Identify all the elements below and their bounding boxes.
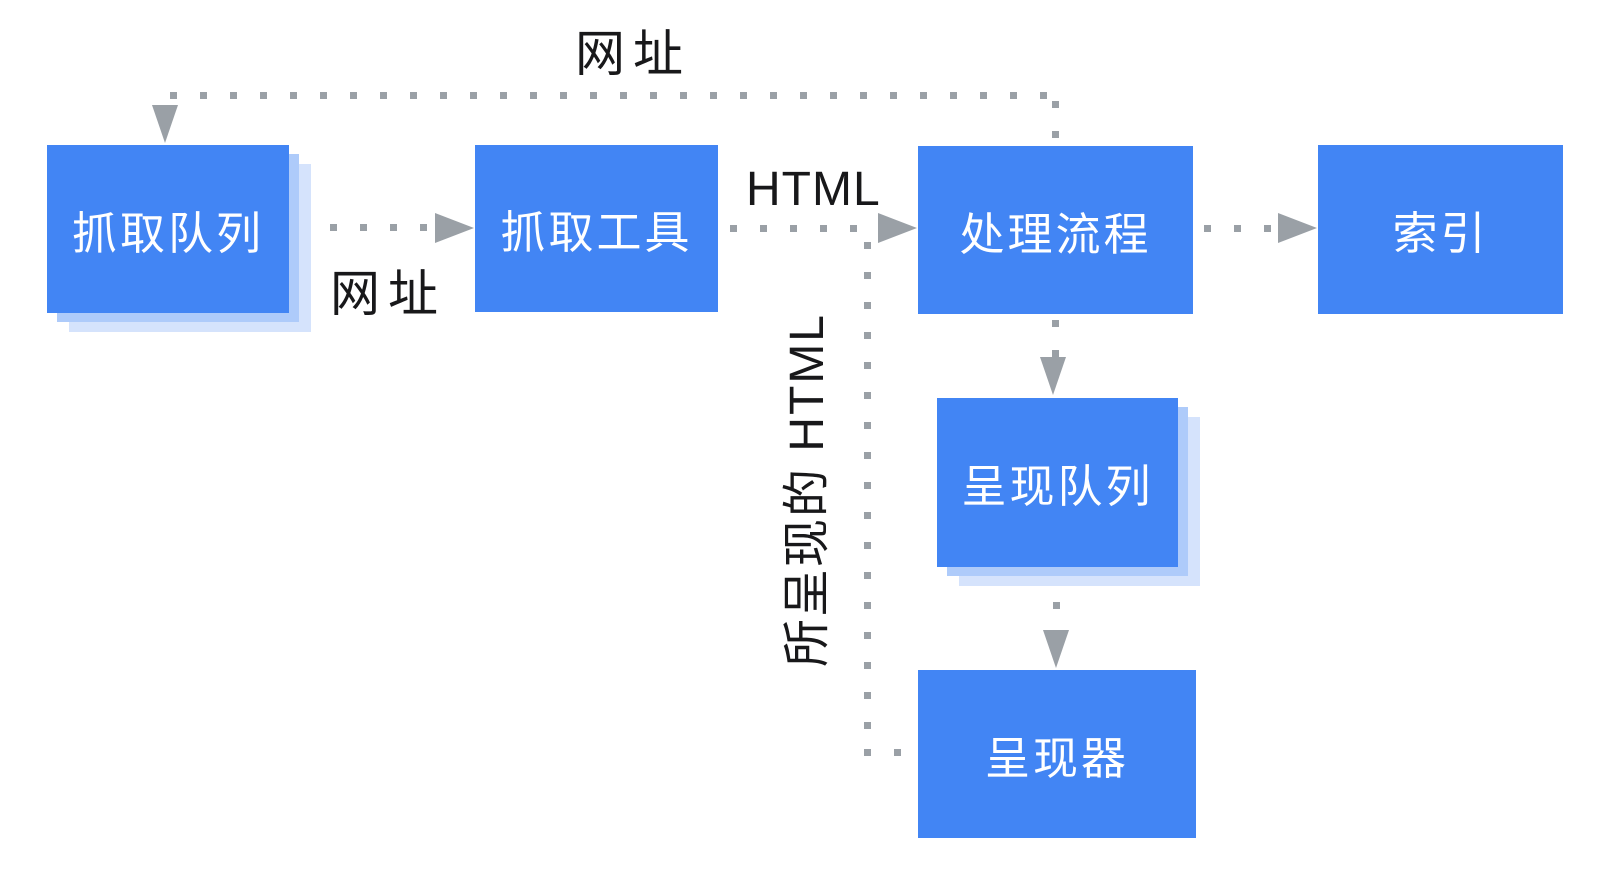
node-renderer: 呈现器 — [918, 670, 1196, 838]
node-index-label: 索引 — [1392, 208, 1489, 259]
arrowhead-right-into-processing-icon — [878, 213, 917, 243]
edge-label-html: HTML — [746, 163, 881, 216]
arrowhead-right-into-crawler-icon — [435, 213, 474, 243]
connector-crawler-to-processing — [730, 225, 876, 232]
arrowhead-right-into-index-icon — [1278, 213, 1317, 243]
arrowhead-down-into-render-queue-icon — [1040, 357, 1066, 395]
connector-rendered-html-stub — [864, 749, 919, 756]
node-crawler: 抓取工具 — [475, 145, 718, 312]
edge-label-rendered-html: 所呈现的 HTML — [781, 312, 834, 668]
node-processing: 处理流程 — [918, 146, 1193, 314]
node-render-queue: 呈现队列 — [937, 398, 1178, 567]
connector-url-feedback-drop — [1052, 101, 1059, 143]
connector-render-queue-to-renderer — [1053, 572, 1060, 630]
connector-url-feedback-top — [170, 92, 1059, 99]
arrowhead-down-into-crawl-queue-icon — [152, 105, 178, 143]
node-processing-label: 处理流程 — [959, 208, 1152, 260]
node-crawl-queue-label: 抓取队列 — [71, 207, 264, 259]
node-crawler-label: 抓取工具 — [500, 207, 693, 258]
edge-label-url-mid: 网址 — [330, 266, 446, 322]
edge-label-url-top: 网址 — [575, 26, 691, 82]
node-render-queue-label: 呈现队列 — [961, 461, 1154, 512]
connector-processing-to-index — [1204, 225, 1276, 232]
node-renderer-label: 呈现器 — [984, 732, 1129, 784]
arrowhead-down-into-renderer-icon — [1043, 630, 1069, 668]
connector-processing-to-render-queue — [1052, 320, 1059, 357]
connector-crawl-queue-to-crawler — [300, 224, 433, 231]
node-index: 索引 — [1318, 145, 1563, 314]
connector-rendered-html-vertical — [864, 242, 871, 751]
node-crawl-queue: 抓取队列 — [47, 145, 289, 313]
